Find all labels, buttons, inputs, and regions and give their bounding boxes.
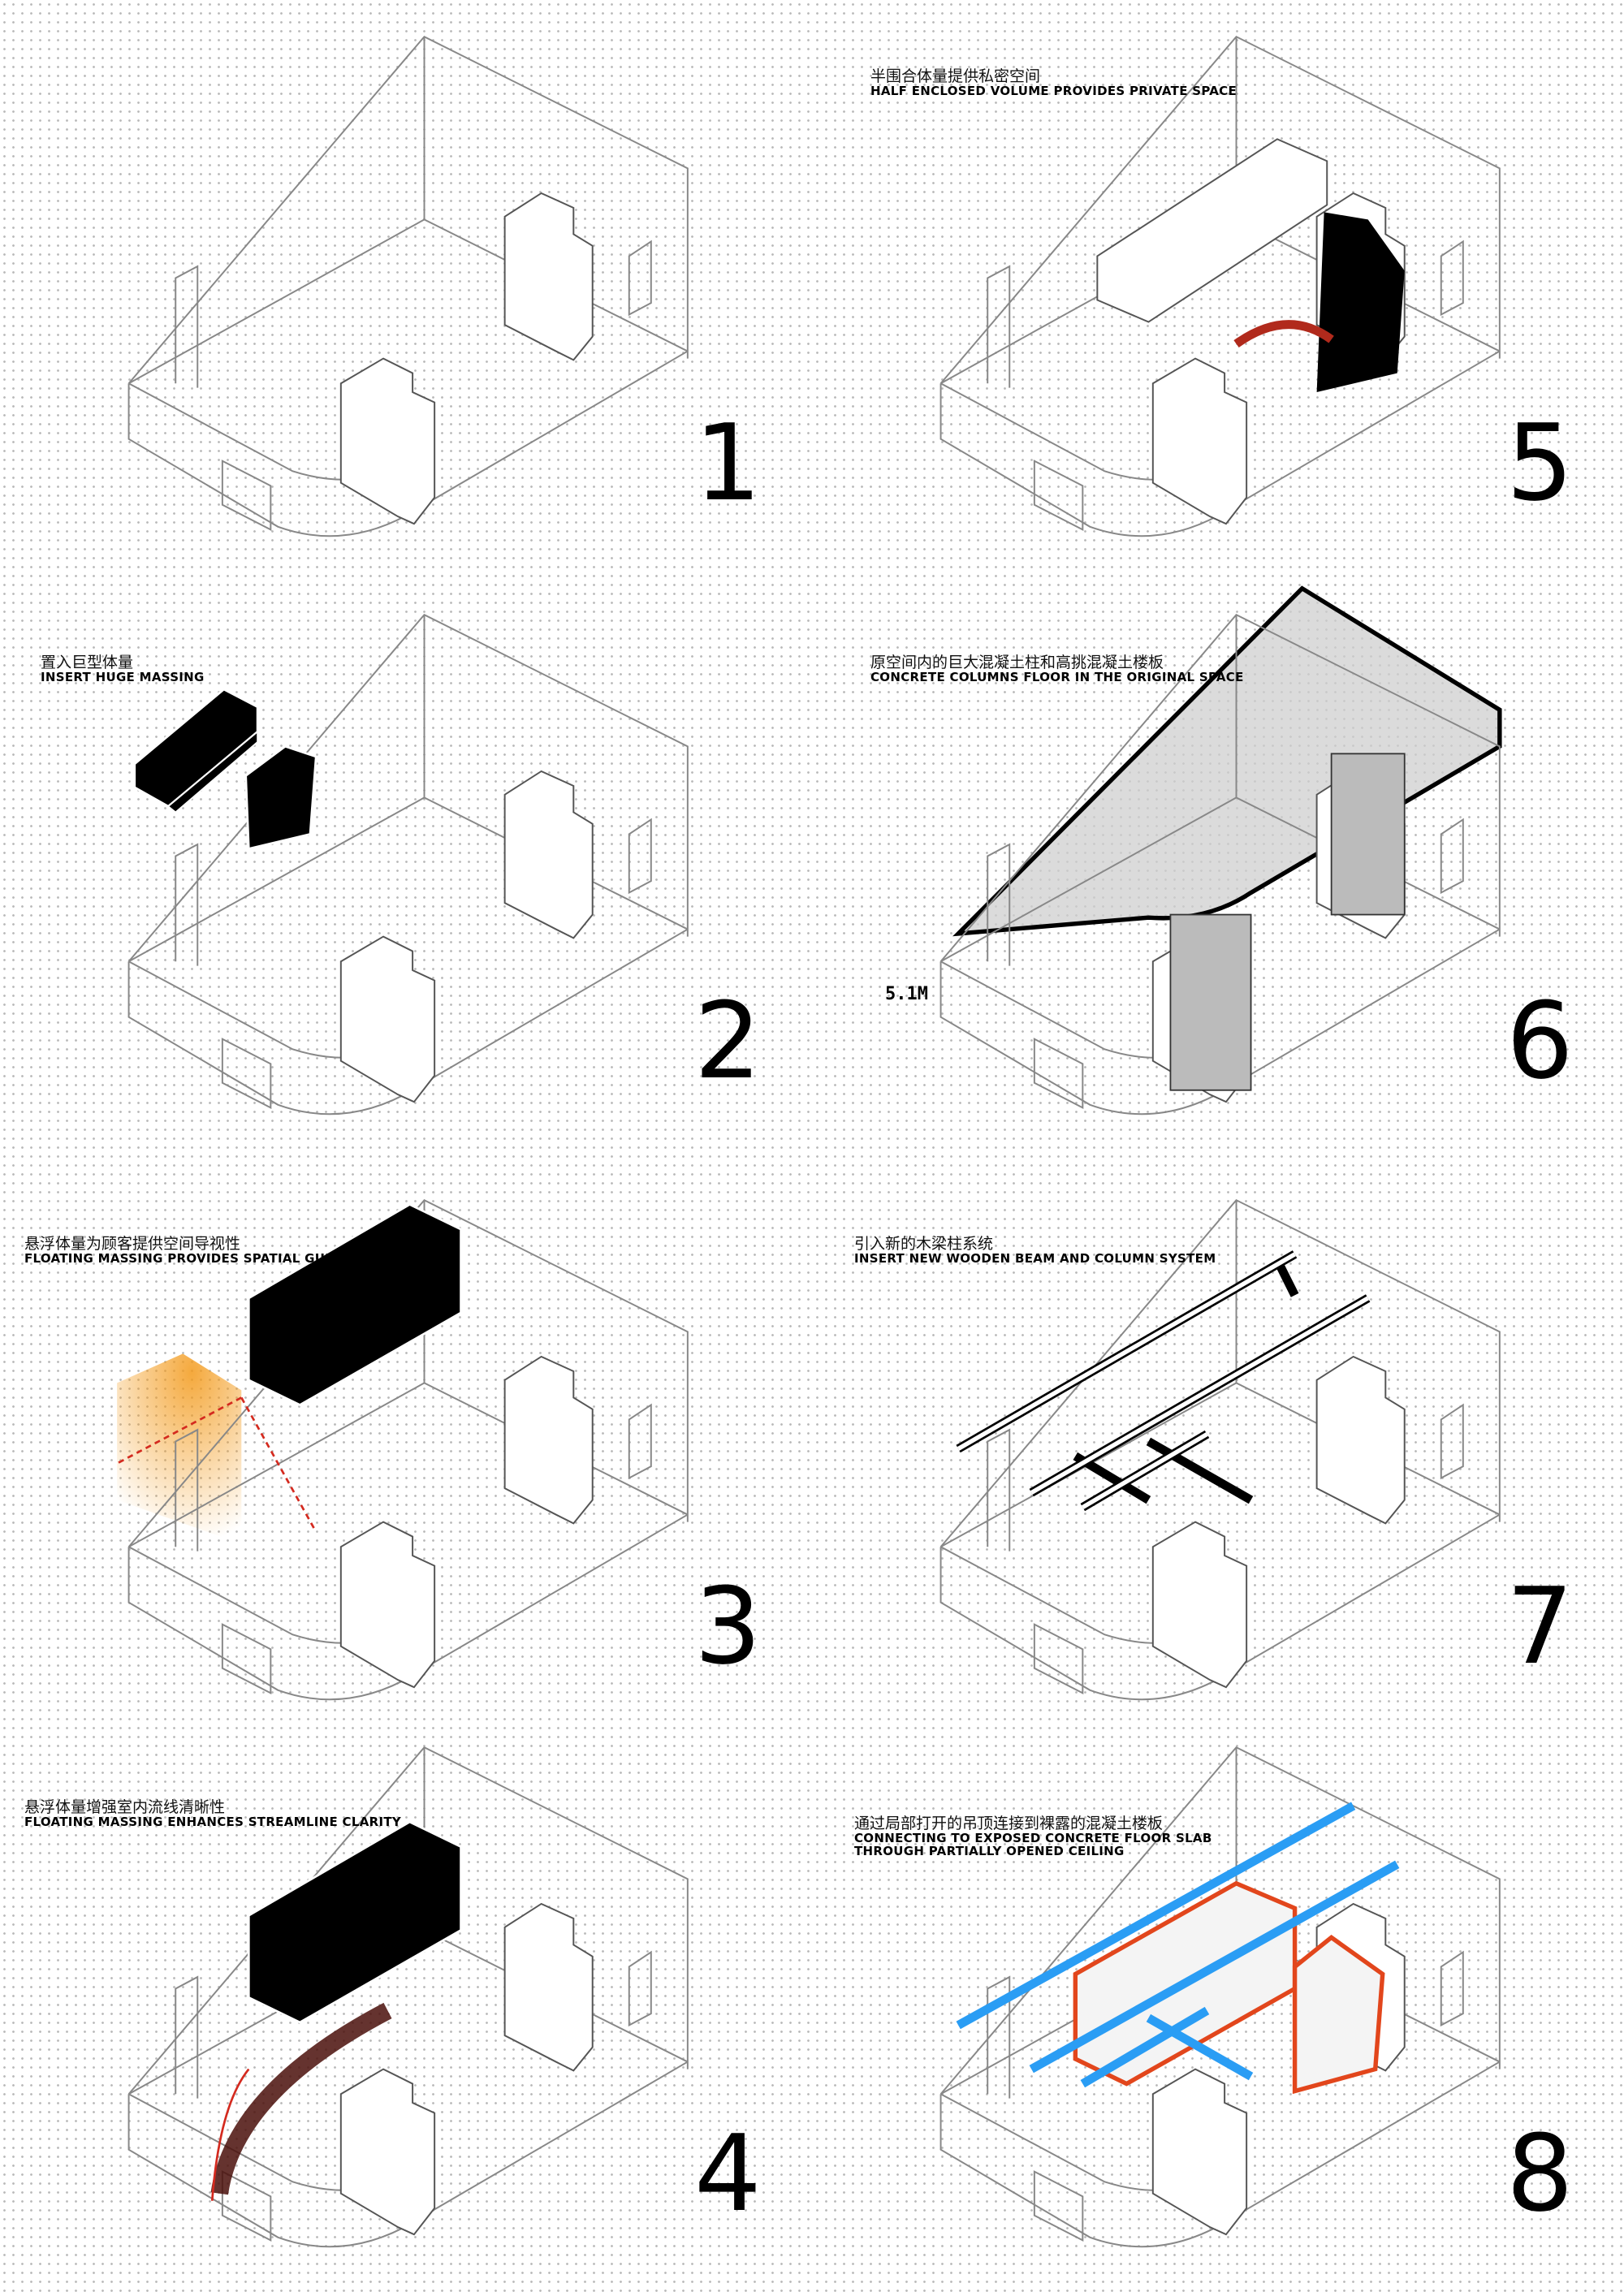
massing-outline	[1096, 138, 1328, 323]
entry-arrow	[1233, 320, 1334, 347]
step-number: 5	[1506, 401, 1574, 524]
column-mass	[1151, 2068, 1248, 2236]
column-mass	[1151, 357, 1248, 525]
door	[221, 1038, 272, 1110]
room-outline	[127, 613, 689, 1116]
caption-cn: 悬浮体量增强室内流线清晰性	[24, 1798, 226, 1816]
door	[221, 2170, 272, 2242]
door	[221, 1623, 272, 1695]
isometric-space-drawing	[127, 1746, 689, 2248]
step-number: 4	[694, 2112, 762, 2235]
step-number: 8	[1506, 2112, 1574, 2235]
caption-cn: 原空间内的巨大混凝土柱和高挑混凝土楼板	[870, 654, 1164, 671]
column-mass	[1151, 1521, 1248, 1689]
height-dimension: 5.1M	[885, 984, 928, 1004]
isometric-space-drawing	[116, 1198, 689, 1701]
exposed-slab-outline	[1292, 1935, 1385, 2095]
isometric-space-drawing	[939, 585, 1502, 1116]
caption-cn: 通过局部打开的吊顶连接到裸露的混凝土楼板	[854, 1815, 1164, 1832]
column-mass	[339, 935, 436, 1103]
caption-en: INSERT NEW WOODEN BEAM AND COLUMN SYSTEM	[854, 1250, 1216, 1266]
isometric-space-drawing	[127, 35, 689, 537]
room-outline	[939, 1198, 1501, 1701]
column-mass	[339, 357, 436, 525]
concrete-column	[1169, 913, 1252, 1091]
room-outline	[939, 35, 1501, 537]
step-number: 3	[694, 1564, 762, 1688]
concrete-slab	[952, 585, 1502, 937]
caption-en: CONCRETE COLUMNS FLOOR IN THE ORIGINAL S…	[870, 669, 1244, 684]
step-number: 7	[1506, 1564, 1574, 1688]
column-mass	[503, 770, 594, 939]
column-mass	[503, 1355, 594, 1525]
room-outline	[939, 613, 1501, 1116]
guidance-arrow	[116, 1396, 316, 1530]
wooden-beam-system	[956, 1250, 1371, 1512]
diagram-step-1: 1	[0, 0, 812, 585]
concrete-column	[1330, 753, 1406, 916]
column-mass	[503, 192, 594, 361]
column-mass	[339, 2068, 436, 2236]
step-number: 1	[694, 401, 762, 524]
floating-massing	[247, 1203, 462, 1406]
streamline-arrow	[210, 2002, 392, 2195]
step-number: 6	[1506, 979, 1574, 1103]
door	[1033, 2170, 1084, 2242]
caption-cn: 引入新的木梁柱系统	[854, 1235, 994, 1253]
light-glow	[117, 1353, 242, 1544]
caption-en: FLOATING MASSING ENHANCES STREAMLINE CLA…	[24, 1814, 402, 1829]
huge-massing-black	[133, 688, 317, 851]
step-number: 2	[694, 979, 762, 1103]
blue-beam-system	[956, 1802, 1400, 2088]
private-volume-black	[1316, 212, 1405, 393]
door	[1033, 1623, 1084, 1695]
caption-en: HALF ENCLOSED VOLUME PROVIDES PRIVATE SP…	[870, 83, 1237, 98]
room-outline	[939, 1746, 1501, 2248]
column-mass	[1315, 1355, 1406, 1525]
caption-cn: 置入巨型体量	[41, 654, 134, 671]
caption-en-2: THROUGH PARTIALLY OPENED CEILING	[854, 1843, 1125, 1858]
isometric-space-drawing	[939, 1746, 1501, 2248]
caption-en: FLOATING MASSING PROVIDES SPATIAL GUIDAN…	[24, 1250, 378, 1266]
door	[221, 460, 272, 532]
isometric-space-drawing	[939, 35, 1501, 537]
caption-cn: 半围合体量提供私密空间	[870, 67, 1041, 85]
isometric-space-drawing	[939, 1198, 1501, 1701]
isometric-space-drawing	[127, 613, 689, 1116]
door	[1033, 460, 1084, 532]
room-outline	[127, 1198, 689, 1701]
door	[1033, 1038, 1084, 1110]
room-outline	[127, 1746, 689, 2248]
caption-en: INSERT HUGE MASSING	[41, 669, 205, 684]
caption-cn: 悬浮体量为顾客提供空间导视性	[24, 1235, 241, 1253]
floating-massing	[247, 1820, 462, 2024]
column-mass	[503, 1902, 594, 2072]
room-outline	[127, 35, 689, 537]
caption-en: CONNECTING TO EXPOSED CONCRETE FLOOR SLA…	[854, 1830, 1212, 1845]
column-mass	[339, 1521, 436, 1689]
